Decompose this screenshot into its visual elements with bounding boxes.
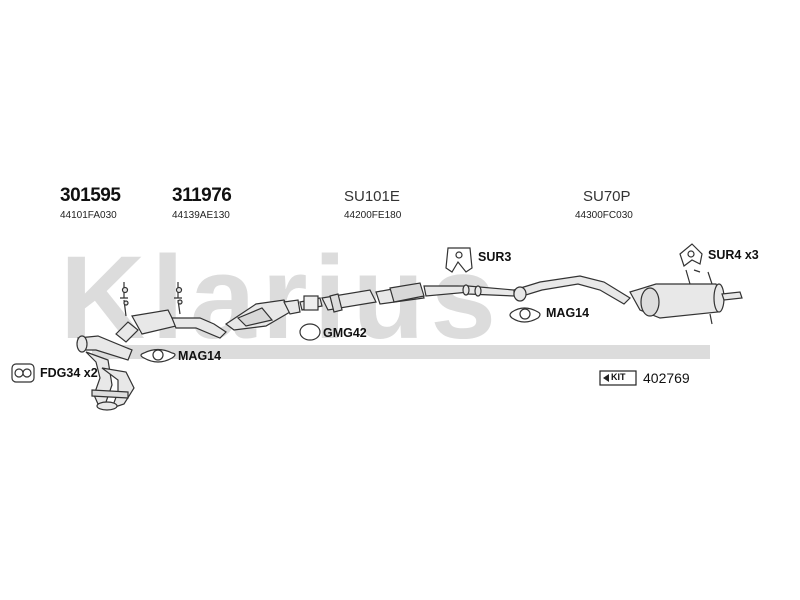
sur4-label: SUR4 x3 <box>708 248 759 262</box>
mag14-front-label: MAG14 <box>178 349 222 363</box>
mag14-rear-gasket-icon <box>509 307 541 323</box>
fdg34-gasket-icon <box>11 363 35 383</box>
rear-silencer-su70p <box>513 269 743 325</box>
catalyst-311976 <box>171 282 301 339</box>
kit-number: 402769 <box>643 370 690 386</box>
sur4-rubber-mount-icon <box>679 243 703 267</box>
part-code-3: SU101E <box>344 188 400 205</box>
gmg42-gasket-icon <box>299 323 321 341</box>
kit-badge-text: KIT <box>611 372 626 382</box>
exhaust-system-drawing <box>76 269 743 411</box>
watermark-bar <box>92 345 710 359</box>
part-code-4: SU70P <box>583 188 631 205</box>
oem-ref-3: 44200FE180 <box>344 210 402 221</box>
part-number-2: 311976 <box>172 185 232 206</box>
fdg34-label: FDG34 x2 <box>40 366 98 380</box>
kit-badge-icon <box>599 370 637 386</box>
mag14-front-gasket-icon <box>140 348 176 363</box>
oem-ref-4: 44300FC030 <box>575 210 633 221</box>
front-downpipe <box>76 335 135 411</box>
oem-ref-1: 44101FA030 <box>60 210 117 221</box>
part-number-1: 301595 <box>60 185 121 206</box>
middle-silencer-su101e <box>299 282 515 313</box>
sur3-label: SUR3 <box>478 250 512 264</box>
mag14-rear-label: MAG14 <box>546 306 590 320</box>
sur3-rubber-mount-icon <box>445 247 473 273</box>
gmg42-label: GMG42 <box>323 326 367 340</box>
oem-ref-2: 44139AE130 <box>172 210 230 221</box>
